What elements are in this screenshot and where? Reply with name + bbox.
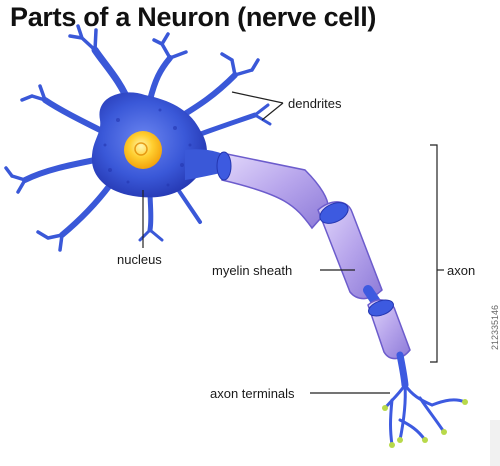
axon-label: axon [447,263,476,278]
axon-tail [396,351,409,389]
myelin-segment-2 [317,201,383,300]
myelin-sheath-label: myelin sheath [212,263,293,278]
nucleus [124,131,162,169]
node-of-ranvier [363,285,381,307]
axon-terminals [383,383,467,447]
axon-hillock [185,149,225,180]
diagram-title: Parts of a Neuron (nerve cell) [10,2,377,32]
dendrites-label: dendrites [288,96,342,111]
nucleus-label: nucleus [117,252,162,267]
stock-strip [490,420,500,466]
axon-terminals-label: axon terminals [210,386,295,401]
stock-id-watermark: 212335146 [490,304,500,350]
nucleolus [134,142,148,156]
pointer-lines [142,91,444,394]
cell-body-speckles [103,108,192,187]
terminal-boutons [382,399,468,448]
myelin-segment-3 [367,299,411,360]
myelin-segment-1 [216,151,329,230]
